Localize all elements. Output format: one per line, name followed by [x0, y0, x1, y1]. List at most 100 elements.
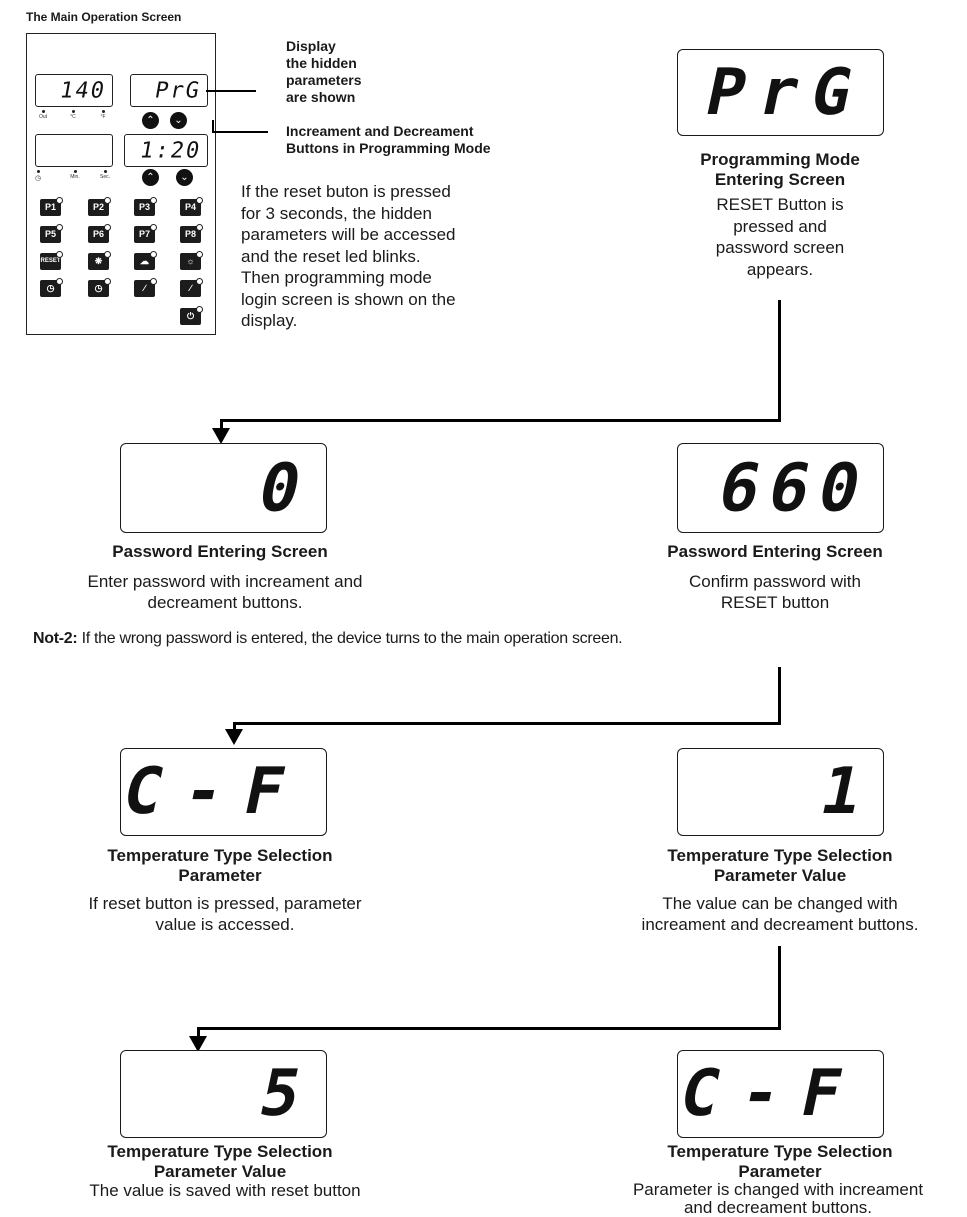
down-button-2[interactable]: ⌄ [176, 169, 193, 186]
flow-line [197, 1027, 200, 1039]
device-display-2-text: PrG [153, 78, 204, 103]
defrost-button-icon[interactable]: ☁ [134, 251, 157, 270]
down-button-1[interactable]: ⌄ [170, 112, 187, 129]
flow-line [233, 722, 781, 725]
device-display-2: PrG [130, 74, 208, 107]
cf-display-2: C-F [673, 1050, 884, 1138]
reset-description: If the reset buton is pressed for 3 seco… [241, 181, 456, 332]
value-5-title-line: Parameter Value [153, 1162, 287, 1181]
p1-button[interactable]: P1 [40, 197, 63, 216]
flow-arrowhead [225, 729, 243, 745]
password-0-body-line: decreament buttons. [147, 593, 303, 612]
flow-line [778, 300, 781, 422]
p4-button[interactable]: P4 [180, 197, 203, 216]
prg-body-line: password screen [715, 238, 845, 257]
value-1-display: 1 [677, 748, 884, 836]
power-button-icon[interactable]: ⏻ [180, 306, 203, 325]
indicator-fahrenheit: °F [93, 110, 113, 120]
callout-display-line: Display [286, 38, 336, 54]
p3-button[interactable]: P3 [134, 197, 157, 216]
callout-buttons-text: Increament and Decreament Buttons in Pro… [286, 123, 491, 157]
prg-body: RESET Button is pressed and password scr… [640, 194, 920, 280]
prg-display: PrG [677, 49, 884, 136]
callout-display-line: the hidden [286, 55, 357, 71]
flow-line [778, 946, 781, 1030]
device-display-3 [35, 134, 113, 167]
fan-timer-button-icon[interactable]: ◷ [40, 278, 63, 297]
up-button-1[interactable]: ⌃ [142, 112, 159, 129]
value-1-title-line: Parameter Value [713, 866, 847, 885]
password-660-body-line: Confirm password with [689, 572, 861, 591]
password-0-display-text: 0 [252, 449, 315, 527]
aux-toggle-button-icon[interactable]: ∕ [180, 278, 203, 297]
prg-title: Programming Mode Entering Screen [640, 150, 920, 190]
callout-buttons-line: Increament and Decreament [286, 123, 474, 139]
cf-2-body-line: and decreament buttons. [683, 1198, 873, 1217]
p8-button[interactable]: P8 [180, 224, 203, 243]
callout-display-text: Display the hidden parameters are shown [286, 38, 362, 106]
p6-button[interactable]: P6 [88, 224, 111, 243]
indicator-out: Out [33, 110, 53, 120]
password-0-title: Password Entering Screen [112, 542, 328, 561]
device-display-1: 140 [35, 74, 113, 107]
callout-display-line: parameters [286, 72, 362, 88]
flow-arrowhead [189, 1036, 207, 1052]
reset-description-line: display. [241, 311, 298, 330]
indicator-sec: Sec. [95, 170, 115, 180]
prg-body-line: RESET Button is [716, 195, 844, 214]
indicator-min: Min. [65, 170, 85, 180]
value-1-body-line: The value can be changed with [662, 894, 898, 913]
cf-display-2-text: C-F [673, 1057, 871, 1131]
value-5-body: The value is saved with reset button [89, 1181, 361, 1200]
p7-button[interactable]: P7 [134, 224, 157, 243]
prg-body-line: appears. [746, 259, 814, 279]
password-0-display: 0 [120, 443, 327, 533]
cf-1-body-line: If reset button is pressed, parameter [88, 894, 362, 913]
reset-description-line: Then programming mode [241, 268, 432, 287]
cf-2-title-line: Temperature Type Selection [667, 1142, 893, 1161]
flow-line [220, 419, 781, 422]
password-660-body: Confirm password with RESET button [610, 571, 940, 613]
reset-description-line: login screen is shown on the [241, 289, 456, 309]
value-1-title-line: Temperature Type Selection [667, 846, 893, 865]
reset-button[interactable]: RESET [40, 251, 63, 270]
cf-1-title-line: Parameter [178, 866, 262, 885]
up-button-2[interactable]: ⌃ [142, 169, 159, 186]
output-toggle-button-icon[interactable]: ∕ [134, 278, 157, 297]
device-display-4: 1:20 [124, 134, 208, 167]
value-1-display-text: 1 [814, 755, 875, 829]
prg-display-text: PrG [699, 55, 873, 130]
reset-description-line: If the reset buton is pressed [241, 182, 451, 201]
password-0-body: Enter password with increament and decre… [40, 571, 410, 613]
callout-line-display [206, 90, 256, 92]
value-1-title: Temperature Type Selection Parameter Val… [610, 846, 950, 886]
note-text: If the wrong password is entered, the de… [77, 630, 623, 647]
password-660-display: 660 [677, 443, 884, 533]
p2-button[interactable]: P2 [88, 197, 111, 216]
value-5-display-text: 5 [253, 1057, 314, 1131]
device-display-4-text: 1:20 [137, 138, 204, 163]
cf-1-body-line: value is accessed. [155, 915, 295, 934]
reset-description-line: parameters will be accessed [241, 225, 456, 244]
flow-line [220, 419, 223, 431]
cf-2-body-line: Parameter is changed with increament [632, 1180, 924, 1199]
reset-description-line: for 3 seconds, the hidden [241, 203, 432, 223]
value-5-title: Temperature Type Selection Parameter Val… [60, 1142, 380, 1182]
defrost-timer-button-icon[interactable]: ◷ [88, 278, 111, 297]
flow-line [233, 722, 236, 732]
cf-2-title: Temperature Type Selection Parameter [610, 1142, 950, 1182]
value-5-title-line: Temperature Type Selection [107, 1142, 333, 1161]
value-5-display: 5 [120, 1050, 327, 1138]
password-660-title: Password Entering Screen [667, 542, 883, 561]
flow-line [197, 1027, 781, 1030]
p5-button[interactable]: P5 [40, 224, 63, 243]
cf-display-1-text: C-F [116, 755, 314, 829]
password-660-display-text: 660 [711, 449, 878, 527]
fan-button-icon[interactable]: ❋ [88, 251, 111, 270]
prg-title-line: Programming Mode [700, 150, 860, 169]
cf-2-title-line: Parameter [738, 1162, 822, 1181]
main-title: The Main Operation Screen [26, 10, 182, 24]
callout-line-buttons-v [212, 120, 214, 132]
callout-line-buttons-h [212, 131, 268, 133]
light-button-icon[interactable]: ☼ [180, 251, 203, 270]
